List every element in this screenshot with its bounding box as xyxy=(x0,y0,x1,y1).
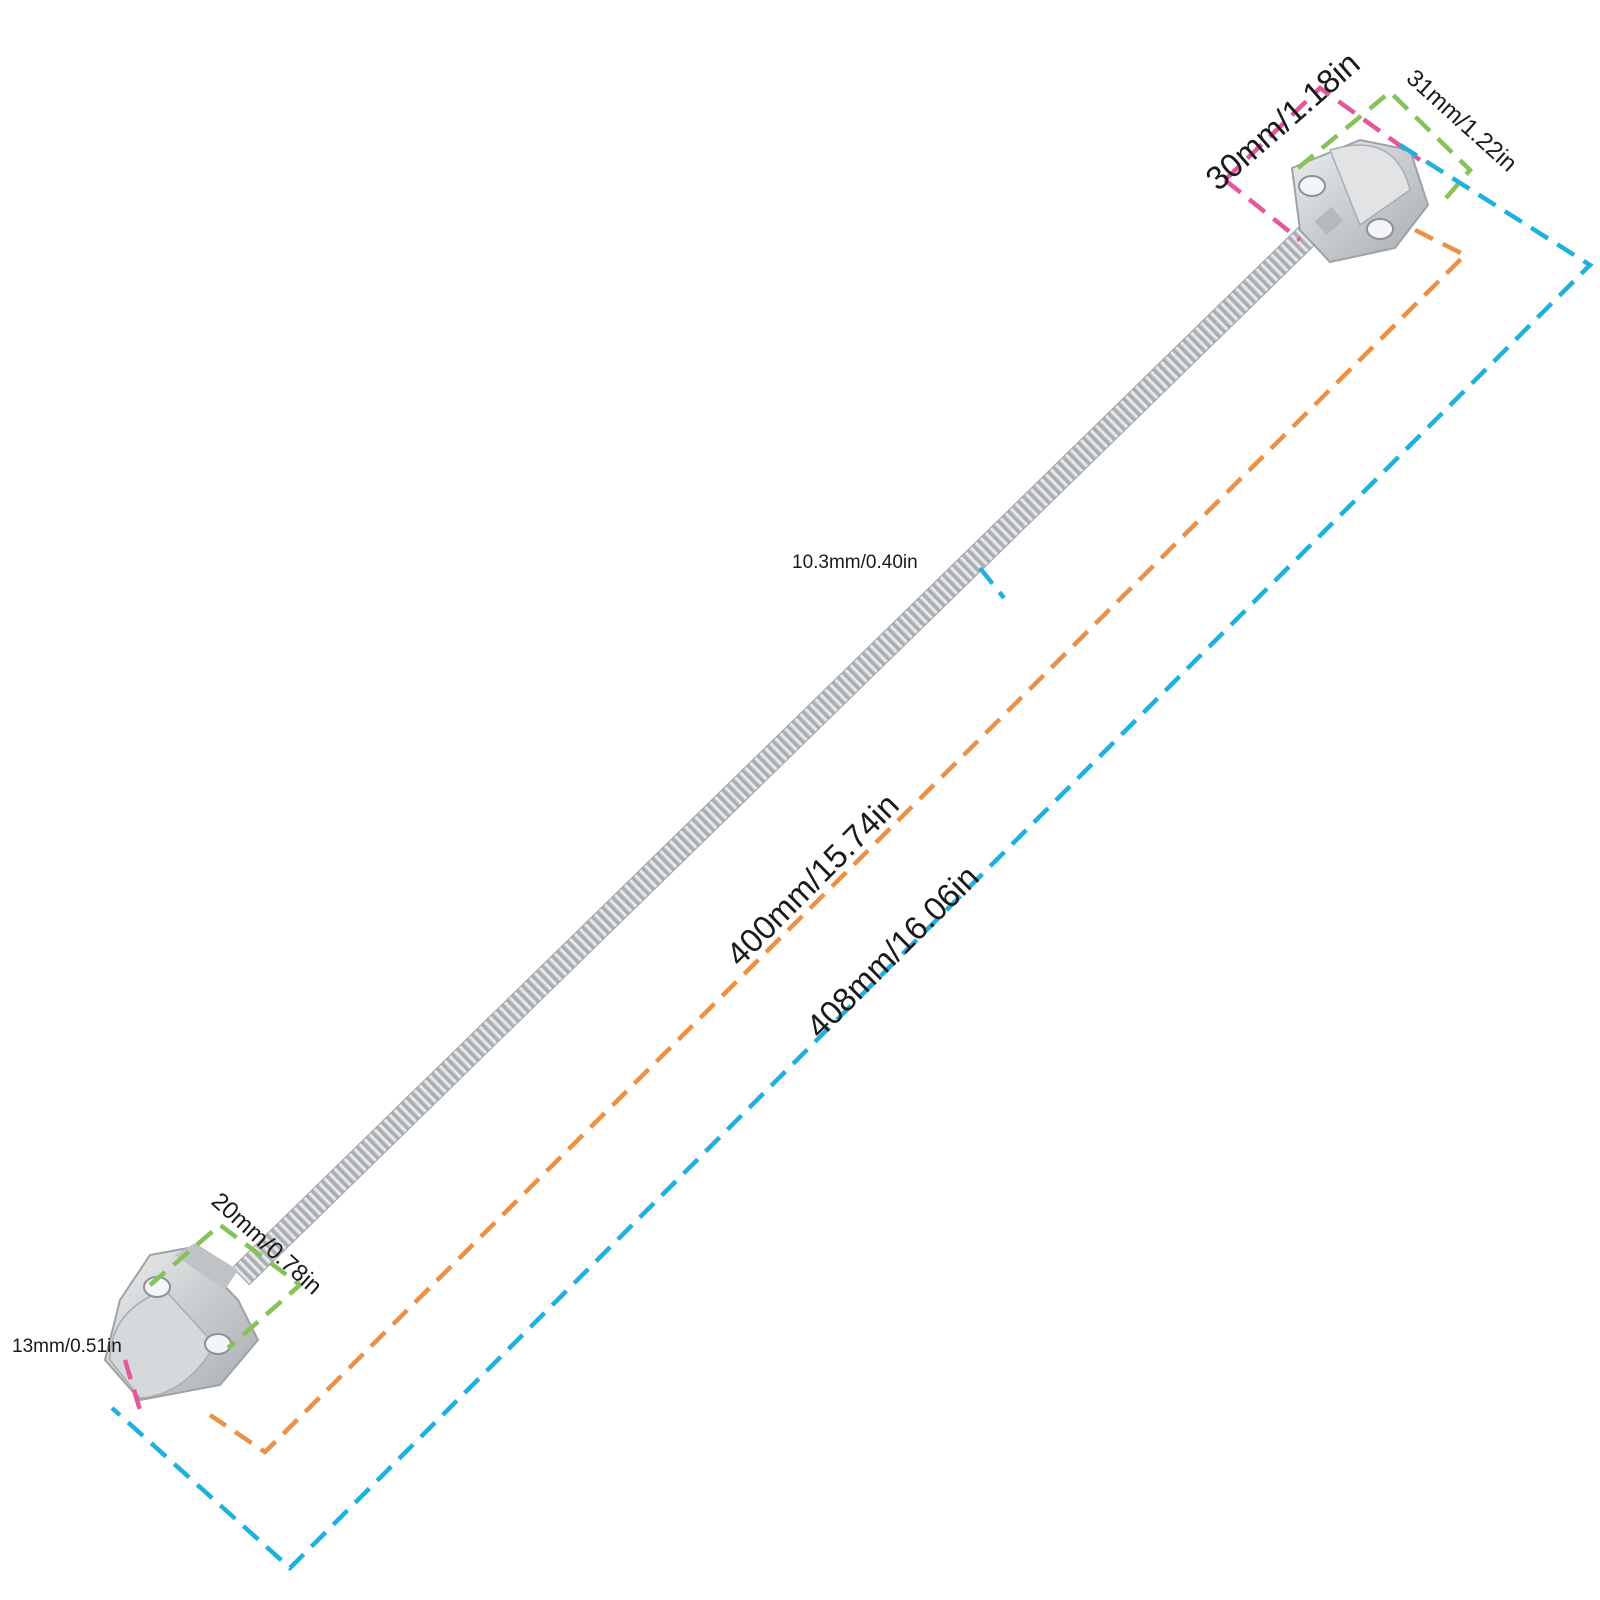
spring-diameter-dimension-tick xyxy=(978,566,1006,600)
total-length-dimension-line xyxy=(110,143,1594,1572)
top-mount-height-dimension-line-end xyxy=(1223,178,1302,242)
spring-length-dimension-line xyxy=(208,227,1469,1455)
bottom-mount-width-dimension-line xyxy=(148,1222,304,1350)
bottom-mount-thickness-dimension-line xyxy=(122,1359,143,1411)
screw-hole-icon xyxy=(204,1333,232,1355)
top-mount-width-dimension-line xyxy=(1296,88,1474,207)
top-mounting-bracket-icon xyxy=(1290,138,1430,264)
bottom-mount-thickness-label: 13mm/0.51in xyxy=(12,1336,122,1357)
armored-spring-cable-icon xyxy=(231,215,1328,1286)
screw-hole-icon xyxy=(1298,175,1326,197)
bottom-mounting-bracket-icon xyxy=(103,1243,260,1402)
screw-hole-icon xyxy=(1366,218,1394,240)
spring-diameter-label: 10.3mm/0.40in xyxy=(792,552,918,573)
top-mount-height-dimension-line xyxy=(1223,85,1422,182)
